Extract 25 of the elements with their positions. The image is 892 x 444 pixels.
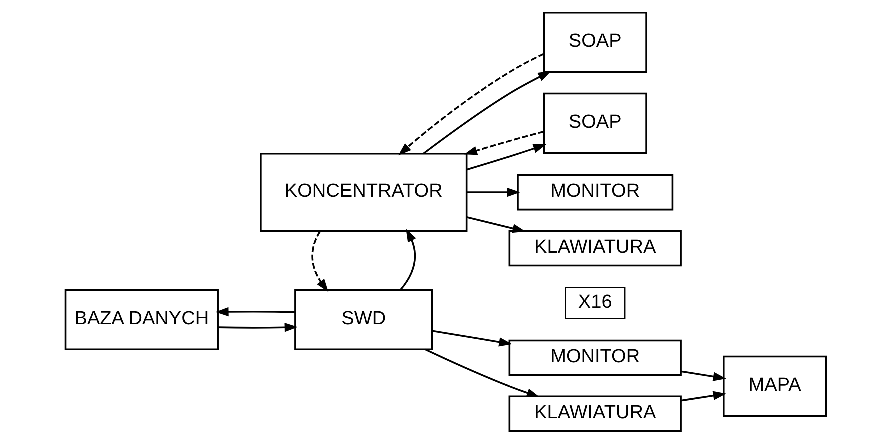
node-box: KONCENTRATOR (260, 152, 468, 232)
node-box: SWD (294, 289, 434, 351)
node-box: MAPA (723, 356, 828, 418)
arrow (432, 330, 512, 347)
arrow (466, 188, 520, 198)
arrow (466, 144, 547, 171)
arrow (312, 230, 329, 292)
arrow (400, 229, 416, 291)
node-box: SOAP (543, 92, 648, 154)
arrow (680, 391, 726, 402)
node-box: SOAP (543, 12, 648, 74)
node-box: MONITOR (508, 340, 682, 376)
arrow (218, 323, 298, 332)
node-box: KLAWIATURA (508, 396, 682, 432)
node-box: KLAWIATURA (508, 230, 682, 267)
arrow (680, 370, 726, 382)
node-box: BAZA DANYCH (64, 289, 219, 351)
arrow (464, 130, 544, 156)
arrow (216, 307, 296, 317)
node-box: X16 (565, 287, 626, 320)
node-box: MONITOR (517, 174, 674, 211)
arrow (466, 216, 526, 234)
arrow (398, 53, 545, 156)
arrow (425, 348, 540, 398)
arrow (423, 71, 552, 154)
